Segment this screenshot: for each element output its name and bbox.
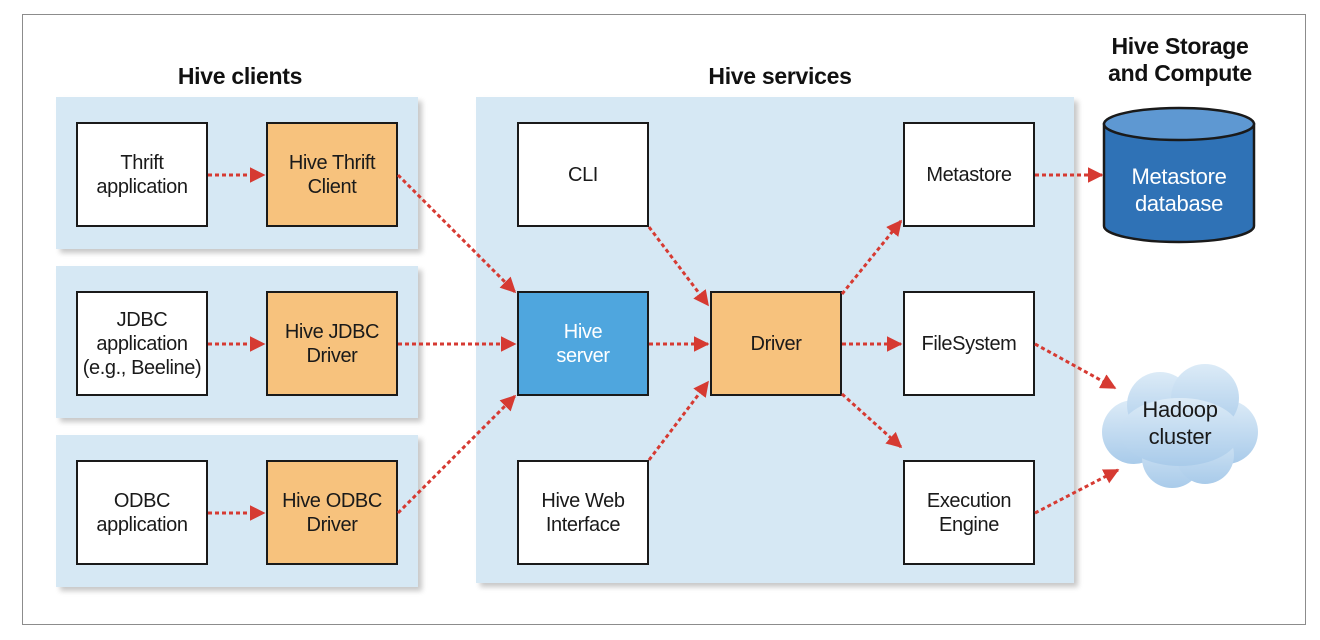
hive-server-box: Hive server bbox=[517, 291, 649, 396]
arrow-driver-to-engine bbox=[840, 392, 903, 449]
hive-odbc-driver-box: Hive ODBC Driver bbox=[266, 460, 398, 565]
execution-engine-box: Execution Engine bbox=[903, 460, 1035, 565]
hadoop-cluster-cloud bbox=[1102, 364, 1258, 488]
hive-jdbc-driver-box: Hive JDBC Driver bbox=[266, 291, 398, 396]
hive-services-heading: Hive services bbox=[708, 63, 852, 89]
arrow-thrift-client-to-server bbox=[396, 173, 517, 294]
hadoop-cluster-label: Hadoop cluster bbox=[1142, 397, 1218, 449]
arrow-engine-to-hadoop bbox=[1034, 468, 1120, 515]
jdbc-application-box: JDBC application (e.g., Beeline) bbox=[76, 291, 208, 396]
cli-box: CLI bbox=[517, 122, 649, 227]
arrow-driver-to-metastore bbox=[840, 219, 903, 295]
hive-web-interface-box: Hive Web Interface bbox=[517, 460, 649, 565]
thrift-application-box: Thrift application bbox=[76, 122, 208, 227]
filesystem-box: FileSystem bbox=[903, 291, 1035, 396]
odbc-application-box: ODBC application bbox=[76, 460, 208, 565]
arrow-odbc-driver-to-server bbox=[396, 394, 517, 515]
metastore-box: Metastore bbox=[903, 122, 1035, 227]
driver-box: Driver bbox=[710, 291, 842, 396]
hive-thrift-client-box: Hive Thrift Client bbox=[266, 122, 398, 227]
hive-clients-heading: Hive clients bbox=[177, 63, 303, 89]
hive-storage-heading: Hive Storage and Compute bbox=[1108, 33, 1252, 86]
arrow-web-to-driver bbox=[647, 380, 710, 461]
metastore-database-label: Metastore database bbox=[1131, 164, 1227, 216]
diagram-frame bbox=[22, 14, 1306, 625]
metastore-database-cylinder bbox=[1102, 106, 1256, 244]
arrow-filesystem-to-hadoop bbox=[1034, 342, 1117, 390]
arrow-cli-to-driver bbox=[647, 226, 710, 307]
